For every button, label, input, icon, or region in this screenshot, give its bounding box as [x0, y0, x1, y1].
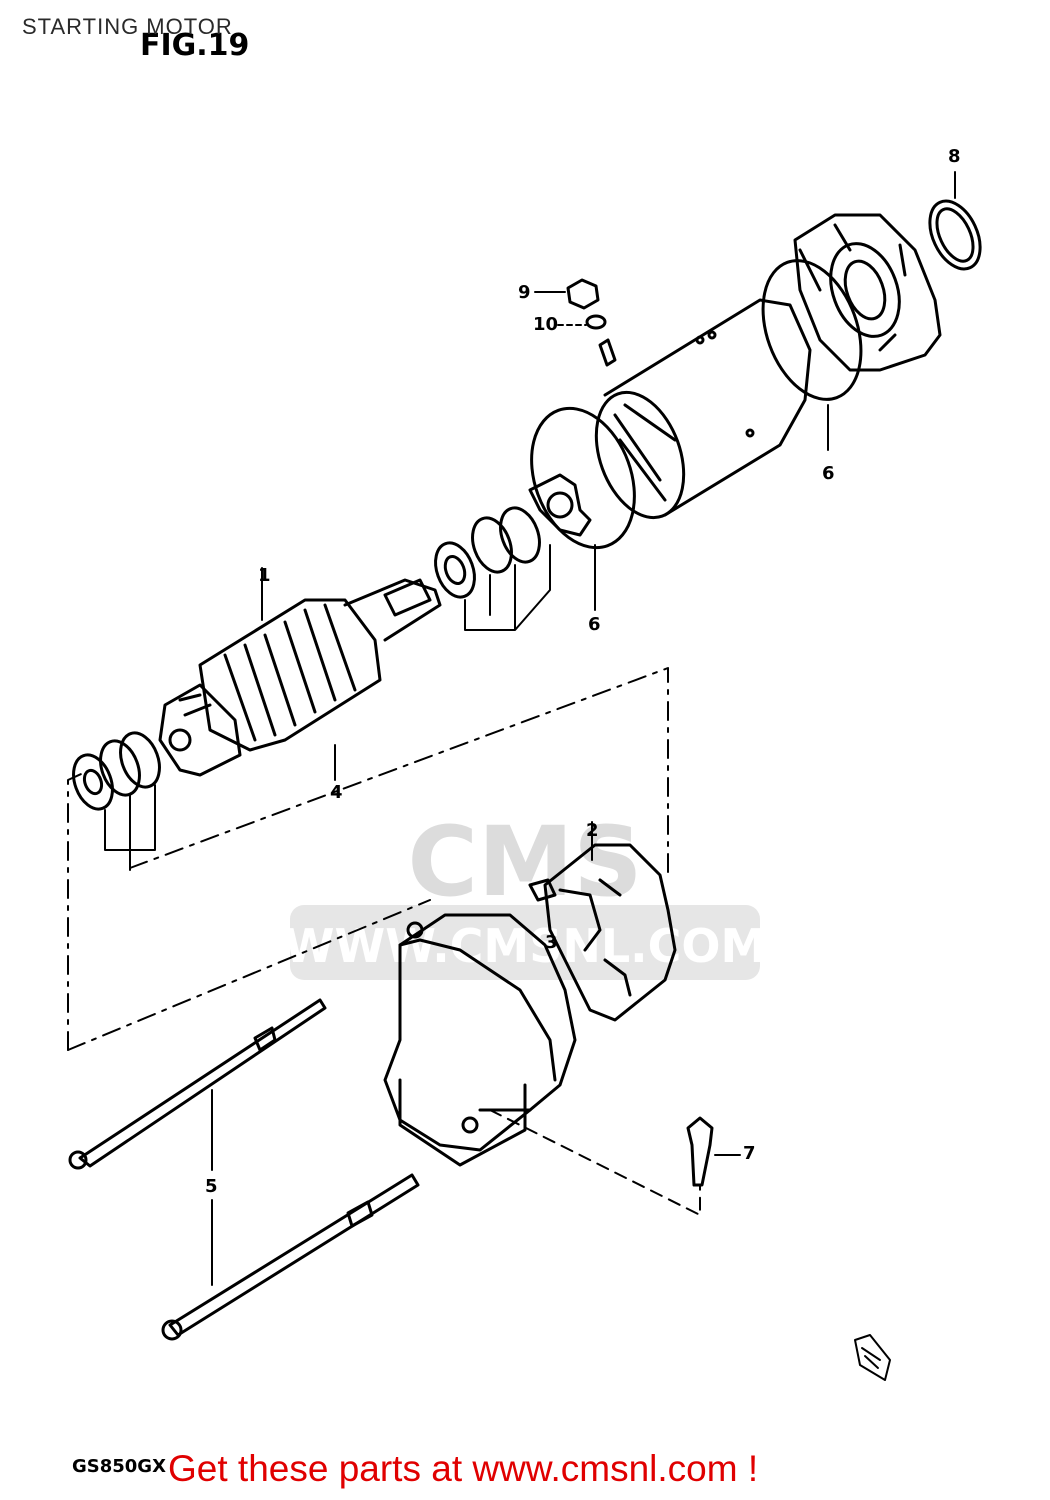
callout-6-rear: 6	[822, 463, 835, 484]
part-front-end-frame	[383, 913, 577, 1167]
assembly-centerline	[67, 667, 669, 1051]
callout-7: 7	[743, 1143, 756, 1164]
part-10-washer	[557, 314, 607, 330]
part-5-through-bolt-lower	[161, 1173, 420, 1341]
part-thrust-plate	[528, 473, 592, 537]
callout-9: 9	[518, 282, 531, 303]
part-8-o-ring	[928, 171, 982, 271]
model-code: GS850GX	[72, 1456, 166, 1477]
part-6-gasket-front	[530, 406, 636, 611]
part-5-through-bolt-upper	[68, 998, 327, 1171]
part-shim-washers-lower	[72, 731, 161, 871]
page-title: STARTING MOTOR	[22, 14, 233, 39]
part-6-gasket-rear	[761, 259, 863, 451]
part-rear-cover	[793, 213, 942, 372]
part-1-armature	[158, 567, 442, 777]
part-shim-washers-upper	[434, 506, 551, 631]
watermark-logo-text: CMS	[407, 810, 642, 918]
part-7-bolt	[686, 1116, 741, 1187]
corner-stamp	[854, 1334, 891, 1381]
callout-6-front: 6	[588, 614, 601, 635]
watermark-banner	[290, 905, 760, 980]
bolt-7-leader	[489, 1109, 701, 1216]
callout-5: 5	[205, 1176, 218, 1197]
callout-3: 3	[545, 932, 558, 953]
figure-label: FIG.19	[140, 28, 250, 63]
callout-2: 2	[586, 820, 599, 841]
callout-1: 1	[258, 565, 271, 586]
part-yoke-housing	[594, 298, 812, 520]
callout-4: 4	[330, 782, 343, 803]
part-9-nut	[534, 278, 600, 310]
part-2-brush-holder	[528, 821, 677, 1022]
cta-parts-link[interactable]: Get these parts at www.cmsnl.com !	[168, 1448, 759, 1489]
callout-10: 10	[533, 314, 559, 335]
callout-8: 8	[948, 146, 961, 167]
watermark-logo: CMS WWW.CMSNL.COM	[290, 810, 760, 980]
